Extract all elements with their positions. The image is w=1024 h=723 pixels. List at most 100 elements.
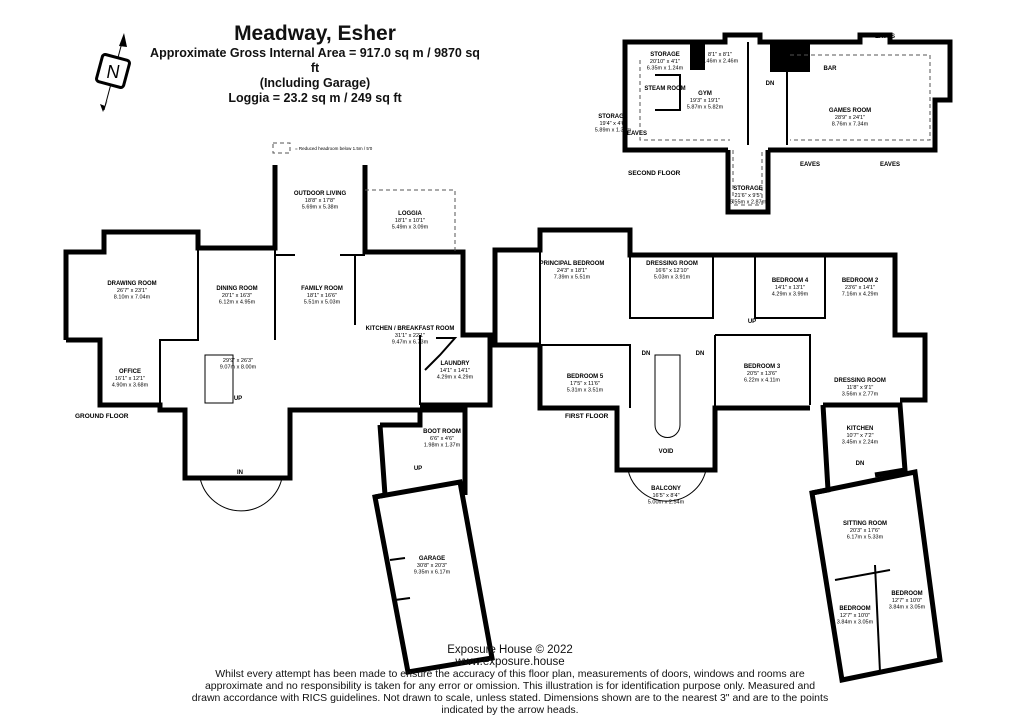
plan-marker: EAVES (627, 131, 647, 137)
room-name: BAR (824, 66, 838, 72)
room-name: OUTDOOR LIVING (294, 191, 347, 197)
room-name: BEDROOM 3 (744, 364, 781, 370)
room-dimensions-metric: 2.46m x 2.46m (702, 59, 739, 65)
room-name: KITCHEN / BREAKFAST ROOM (366, 326, 455, 332)
gross-area: Approximate Gross Internal Area = 917.0 … (150, 46, 480, 75)
room-name: BEDROOM 5 (567, 374, 604, 380)
plan-footer: Exposure House © 2022 www.exposure.house… (190, 644, 830, 716)
ground-floor-label: GROUND FLOOR (75, 413, 129, 420)
room-name: STORAGE (598, 114, 628, 120)
room-dimensions-imperial: 16'5" x 8'4" (652, 493, 679, 499)
plan-header: Meadway, Esher Approximate Gross Interna… (150, 22, 480, 106)
plan-marker: DN (696, 351, 705, 357)
room-dimensions-imperial: 14'1" x 14'1" (440, 368, 470, 374)
room-dimensions-metric: 1.98m x 1.37m (424, 443, 461, 449)
room-dimensions-imperial: 10'7" x 7'2" (846, 433, 873, 439)
room-dimensions-metric: 4.90m x 3.68m (112, 383, 149, 389)
room-dimensions-imperial: 11'8" x 9'1" (847, 385, 874, 391)
first-floor-label: FIRST FLOOR (565, 413, 609, 420)
room-dimensions-imperial: 14'1" x 13'1" (775, 285, 805, 291)
room-dimensions-metric: 8.10m x 7.04m (114, 295, 151, 301)
room-dimensions-imperial: 28'9" x 24'1" (835, 115, 865, 121)
room-name: VOID (659, 449, 674, 455)
room-dimensions-metric: 5.03m x 3.91m (654, 275, 691, 281)
room-name: BEDROOM (839, 606, 870, 612)
website-link[interactable]: www.exposure.house (455, 656, 565, 668)
room-dimensions-metric: 6.12m x 4.95m (219, 300, 256, 306)
room-dimensions-imperial: 17'5" x 11'6" (570, 381, 600, 387)
room-dimensions-imperial: 12'7" x 10'0" (892, 598, 922, 604)
plan-marker: DN (766, 81, 775, 87)
room-name: GAMES ROOM (829, 108, 871, 114)
room-dimensions-metric: 5.00m x 2.54m (648, 500, 685, 506)
room-name: BEDROOM 2 (842, 278, 879, 284)
room-dimensions-imperial: 16'1" x 12'1" (115, 376, 145, 382)
room-dimensions-metric: 3.84m x 3.05m (837, 620, 874, 626)
room-name: LAUNDRY (440, 361, 469, 367)
room-name: GARAGE (419, 556, 445, 562)
plan-marker: UP (414, 466, 422, 472)
room-name: BEDROOM (891, 591, 922, 597)
room-name: BEDROOM 4 (772, 278, 809, 284)
room-name: STEAM ROOM (644, 86, 685, 92)
room-dimensions-metric: 5.87m x 5.82m (687, 105, 724, 111)
room-name: FAMILY ROOM (301, 286, 343, 292)
room-name: DINING ROOM (216, 286, 257, 292)
room-dimensions-metric: 9.07m x 8.00m (220, 365, 257, 371)
plan-marker: DN (856, 461, 865, 467)
room-dimensions-imperial: 20'10" x 4'1" (650, 59, 680, 65)
property-title: Meadway, Esher (234, 22, 396, 45)
room-dimensions-imperial: 26'7" x 23'1" (117, 288, 147, 294)
plan-marker: UP (748, 319, 756, 325)
second-floor-label: SECOND FLOOR (628, 170, 681, 177)
room-name: BOOT ROOM (423, 429, 461, 435)
room-dimensions-imperial: 29'9" x 26'3" (223, 358, 253, 364)
room-dimensions-imperial: 8'1" x 8'1" (708, 52, 732, 58)
room-name: STORAGE (650, 52, 680, 58)
room-dimensions-imperial: 19'4" x 4'6" (599, 121, 626, 127)
room-dimensions-imperial: 20'3" x 17'6" (850, 528, 880, 534)
room-dimensions-metric: 4.29m x 3.99m (772, 292, 809, 298)
ground-floor-plan: GROUND FLOOR (63, 165, 495, 675)
room-dimensions-metric: 8.76m x 7.34m (832, 122, 869, 128)
svg-text:N: N (107, 62, 121, 82)
copyright: Exposure House © 2022 (447, 644, 573, 656)
room-dimensions-imperial: 24'3" x 18'1" (557, 268, 587, 274)
room-dimensions-imperial: 20'1" x 16'3" (222, 293, 252, 299)
headroom-note: = Reduced headroom below 1.5m / 5'0 (295, 146, 373, 151)
room-dimensions-metric: 9.35m x 6.17m (414, 570, 451, 576)
room-dimensions-metric: 6.35m x 1.24m (647, 66, 684, 72)
room-name: SITTING ROOM (843, 521, 887, 527)
room-name: DRESSING ROOM (834, 378, 886, 384)
room-dimensions-metric: 7.39m x 5.51m (554, 275, 591, 281)
room-dimensions-imperial: 18'1" x 16'6" (307, 293, 337, 299)
room-dimensions-imperial: 30'8" x 20'3" (417, 563, 447, 569)
room-name: KITCHEN (847, 426, 874, 432)
plan-marker: EAVES (800, 162, 820, 168)
loggia-area: Loggia = 23.2 sq m / 249 sq ft (228, 91, 402, 105)
room-name: BALCONY (651, 486, 681, 492)
room-dimensions-metric: 3.56m x 2.77m (842, 392, 879, 398)
first-floor-plan: FIRST FLOOR (492, 227, 943, 683)
garage-note: (Including Garage) (259, 76, 371, 90)
room-dimensions-metric: 3.45m x 2.24m (842, 440, 879, 446)
room-dimensions-metric: 4.29m x 4.29m (437, 375, 474, 381)
room-name: LOGGIA (398, 211, 422, 217)
headroom-swatch (272, 142, 291, 154)
plan-marker: EAVES (880, 162, 900, 168)
second-floor-plan: SECOND FLOOR (622, 32, 953, 215)
room-name: OFFICE (119, 369, 141, 375)
room-dimensions-imperial: 31'1" x 22'1" (395, 333, 425, 339)
disclaimer: Whilst every attempt has been made to en… (191, 668, 829, 716)
room-dimensions-metric: 7.16m x 4.29m (842, 292, 879, 298)
room-dimensions-imperial: 16'6" x 12'10" (655, 268, 688, 274)
plan-marker: IN (237, 470, 243, 476)
room-dimensions-metric: 6.55m x 2.87m (730, 200, 767, 206)
room-name: DRAWING ROOM (107, 281, 156, 287)
room-dimensions-metric: 6.17m x 5.33m (847, 535, 884, 541)
room-dimensions-imperial: 18'1" x 10'1" (395, 218, 425, 224)
room-dimensions-imperial: 23'6" x 14'1" (845, 285, 875, 291)
room-dimensions-imperial: 18'8" x 17'8" (305, 198, 335, 204)
plan-marker: EAVES (875, 34, 895, 40)
